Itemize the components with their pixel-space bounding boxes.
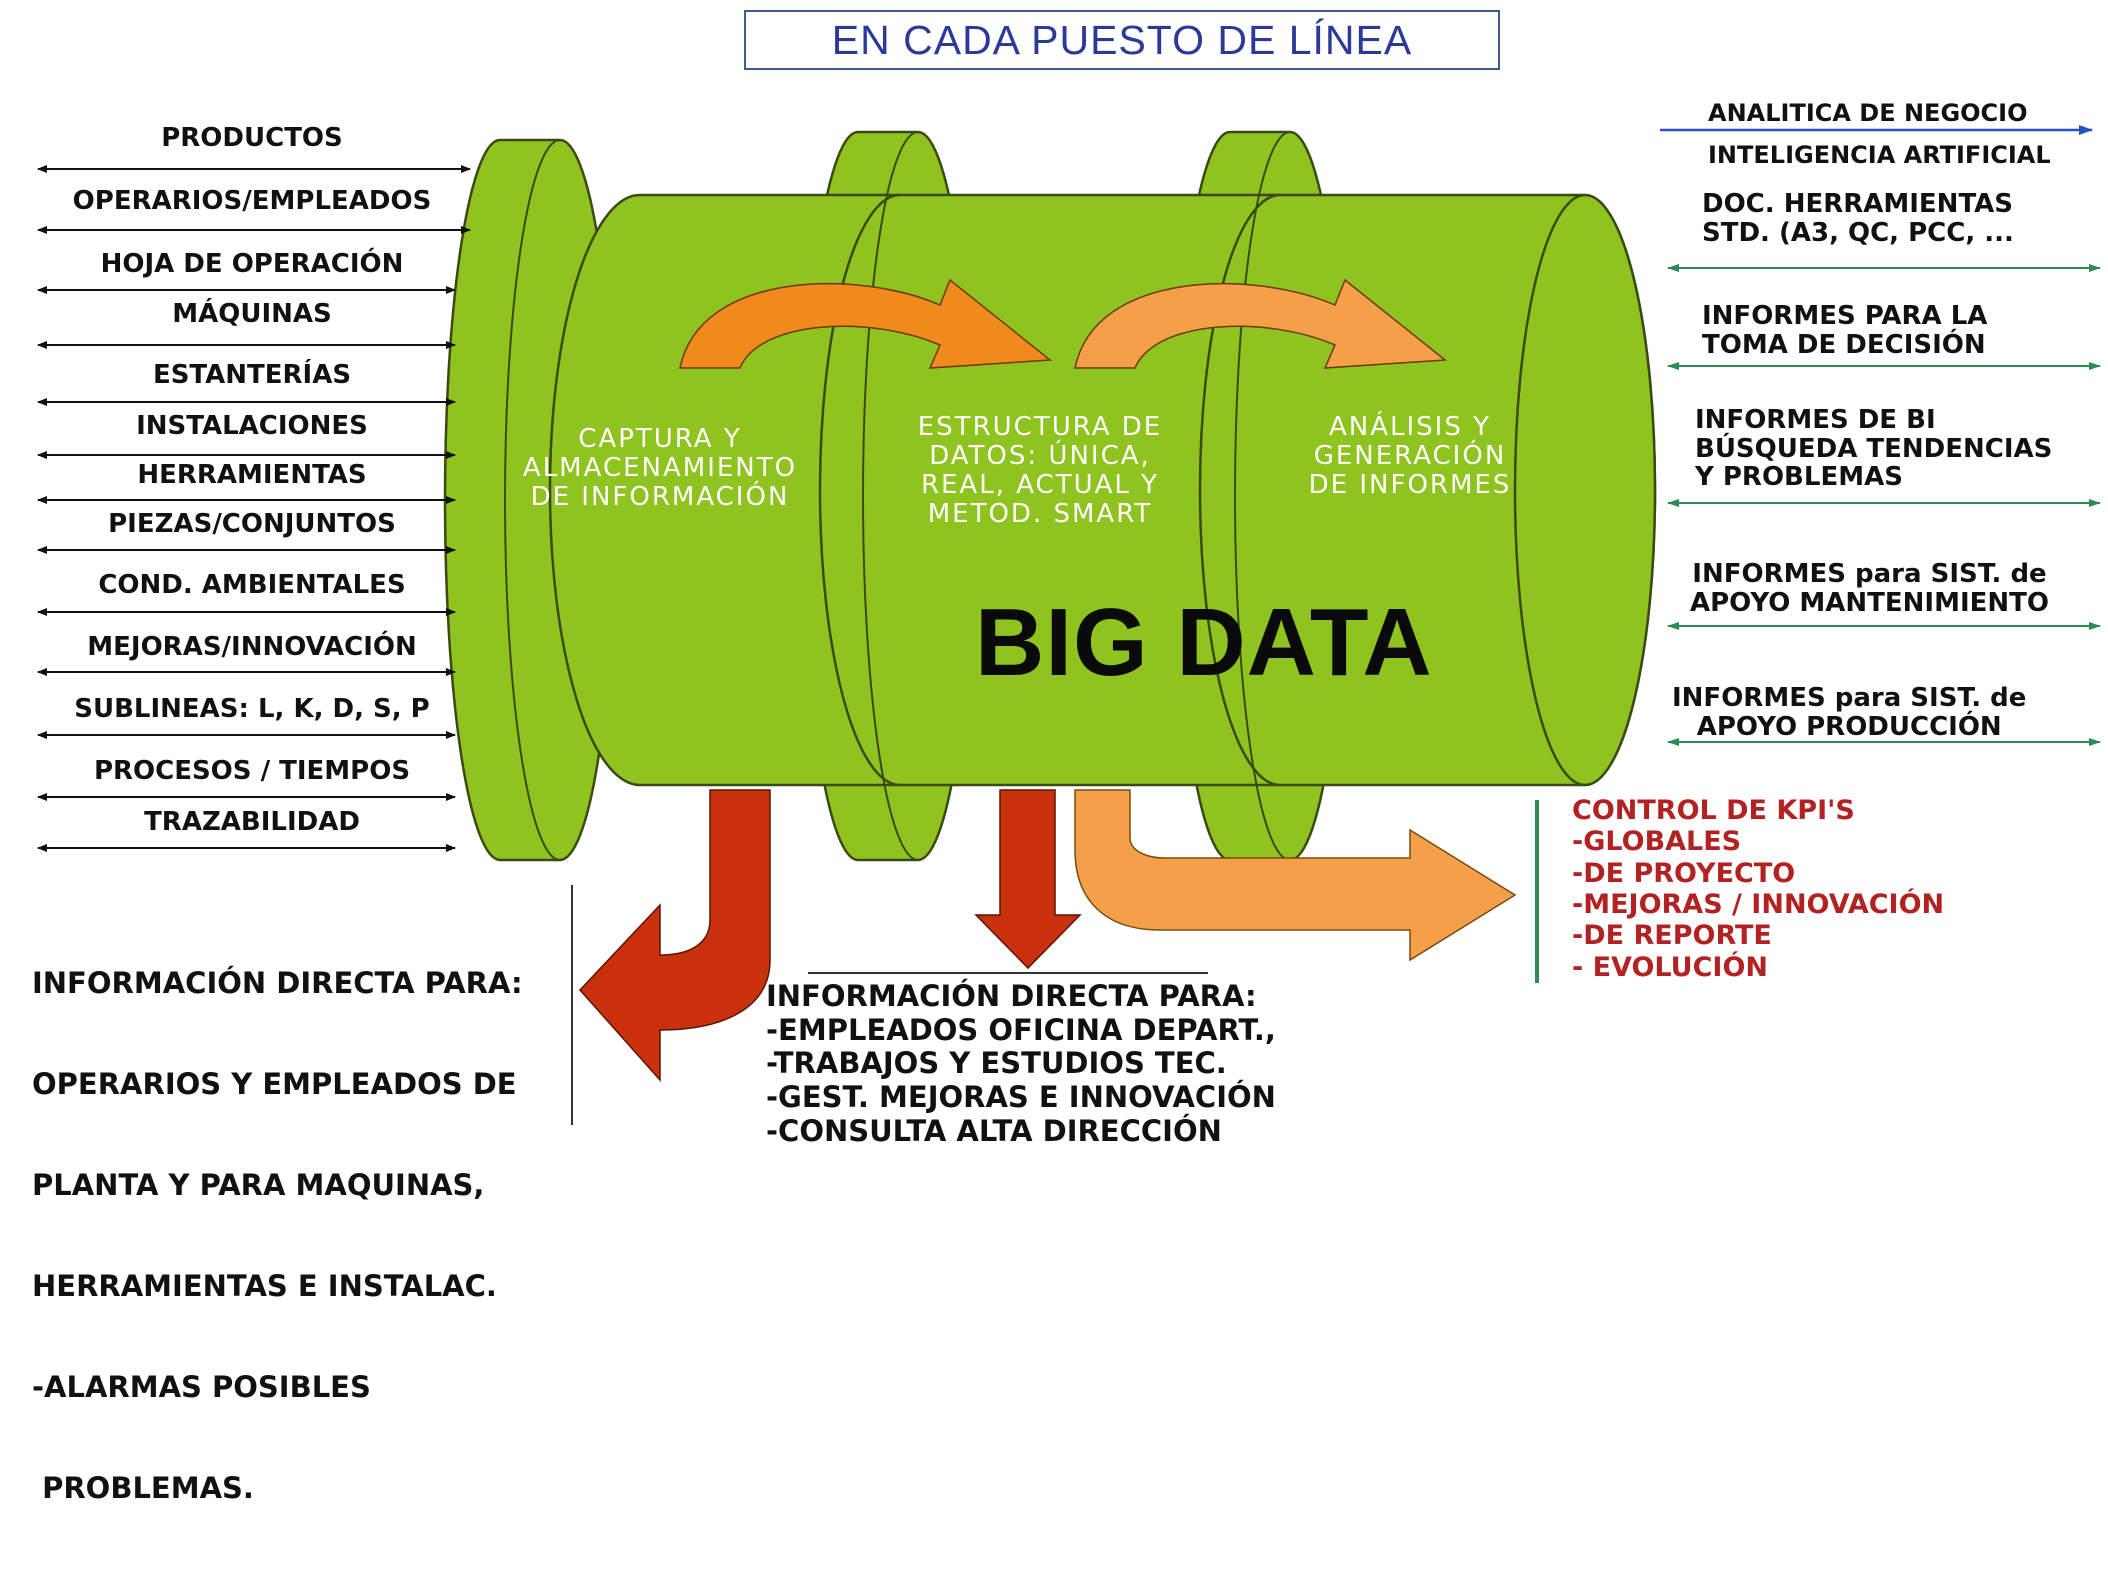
orange-arrow-1 xyxy=(679,278,1052,369)
flow-arrows-bottom xyxy=(578,789,1517,1082)
input-label-hoja: HOJA DE OPERACIÓN xyxy=(100,249,404,279)
red-curved-arrow xyxy=(578,789,771,1082)
info-plant-line: HERRAMIENTAS E INSTALAC. xyxy=(32,1268,497,1303)
info-plant-line: PROBLEMAS. xyxy=(32,1470,254,1505)
input-label-herramientas: HERRAMIENTAS xyxy=(137,460,367,490)
kpi-item: -MEJORAS / INNOVACIÓN xyxy=(1572,888,1945,920)
kpi-block: CONTROL DE KPI'S -GLOBALES -DE PROYECTO … xyxy=(1572,795,1944,983)
info-plant-line: OPERARIOS Y EMPLEADOS DE xyxy=(32,1067,517,1102)
kpi-heading: CONTROL DE KPI'S xyxy=(1572,795,1855,826)
output-label-toma-decision: INFORMES PARA LA TOMA DE DECISIÓN xyxy=(1702,301,1988,360)
kpi-item: -DE PROYECTO xyxy=(1572,857,1796,889)
output-label-doc-herramientas: DOC. HERRAMIENTAS STD. (A3, QC, PCC, ... xyxy=(1702,189,2014,248)
stage-label-analisis: ANÁLISIS Y GENERACIÓN DE INFORMES xyxy=(1308,412,1512,501)
input-label-sublineas: SUBLINEAS: L, K, D, S, P xyxy=(74,694,430,724)
kpi-item: -DE REPORTE xyxy=(1572,920,1772,952)
input-arrows xyxy=(37,165,471,852)
input-label-trazabilidad: TRAZABILIDAD xyxy=(144,807,360,837)
output-label-mantenimiento: INFORMES para SIST. de APOYO MANTENIMIEN… xyxy=(1690,559,2049,618)
input-label-piezas: PIEZAS/CONJUNTOS xyxy=(108,509,396,539)
info-plant-line: INFORMACIÓN DIRECTA PARA: xyxy=(32,966,523,1001)
orange-right-arrow xyxy=(1074,789,1517,962)
stage-label-captura: CAPTURA Y ALMACENAMIENTO DE INFORMACIÓN xyxy=(522,424,798,513)
info-office-block: INFORMACIÓN DIRECTA PARA: -EMPLEADOS OFI… xyxy=(766,979,1276,1148)
dividers xyxy=(571,800,1539,1125)
orange-arrow-2 xyxy=(1074,278,1447,369)
input-label-instalaciones: INSTALACIONES xyxy=(136,411,368,441)
stage-label-estructura: ESTRUCTURA DE DATOS: ÚNICA, REAL, ACTUAL… xyxy=(917,412,1163,530)
input-label-operarios: OPERARIOS/EMPLEADOS xyxy=(72,186,432,216)
info-plant-line: PLANTA Y PARA MAQUINAS, xyxy=(32,1168,485,1202)
info-office-line: -CONSULTA ALTA DIRECCIÓN xyxy=(766,1113,1222,1148)
diagram-title: EN CADA PUESTO DE LÍNEA xyxy=(744,10,1500,70)
info-office-line: -GEST. MEJORAS E INNOVACIÓN xyxy=(766,1079,1276,1114)
output-label-produccion: INFORMES para SIST. de APOYO PRODUCCIÓN xyxy=(1672,683,2027,742)
red-down-arrow xyxy=(974,789,1082,970)
top-right-analitica: ANALITICA DE NEGOCIO xyxy=(1708,99,2028,127)
output-arrows xyxy=(1667,264,2101,746)
info-office-line: -EMPLEADOS OFICINA DEPART., xyxy=(766,1012,1276,1047)
output-label-bi: INFORMES DE BI BÚSQUEDA TENDENCIAS Y PRO… xyxy=(1695,405,2053,493)
input-label-productos: PRODUCTOS xyxy=(161,123,343,153)
diagram-graphics xyxy=(37,125,2101,1125)
info-plant-line: -ALARMAS POSIBLES xyxy=(32,1369,371,1404)
info-office-line: -TRABAJOS Y ESTUDIOS TEC. xyxy=(766,1046,1227,1081)
input-label-maquinas: MÁQUINAS xyxy=(172,299,332,329)
input-label-estanterias: ESTANTERÍAS xyxy=(152,360,352,390)
flow-arrows-top xyxy=(679,278,1447,369)
input-label-mejoras: MEJORAS/INNOVACIÓN xyxy=(87,632,417,662)
info-plant-block: INFORMACIÓN DIRECTA PARA: OPERARIOS Y EM… xyxy=(32,900,523,1573)
top-right-ia: INTELIGENCIA ARTIFICIAL xyxy=(1708,141,2051,169)
info-office-line: INFORMACIÓN DIRECTA PARA: xyxy=(766,979,1257,1013)
kpi-item: - EVOLUCIÓN xyxy=(1572,951,1769,983)
input-label-cond-ambientales: COND. AMBIENTALES xyxy=(98,570,406,600)
input-label-procesos: PROCESOS / TIEMPOS xyxy=(93,756,411,786)
kpi-item: -GLOBALES xyxy=(1572,826,1742,858)
big-data-label: BIG DATA xyxy=(975,589,1433,696)
big-data-diagram: EN CADA PUESTO DE LÍNEA PRODUCTOS OPERAR… xyxy=(32,10,2101,1504)
